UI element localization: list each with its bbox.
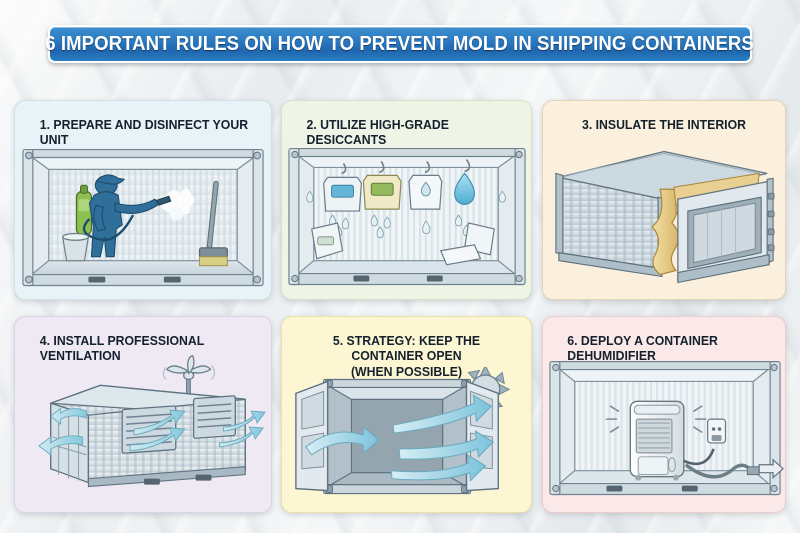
rule-card-3-illustration	[543, 141, 785, 297]
rule-card-6-illustration	[543, 357, 785, 511]
rule-card-1[interactable]: 1. PREPARE AND DISINFECT YOUR UNIT	[14, 100, 272, 300]
rule-card-2-illustration	[282, 145, 531, 297]
rule-card-4[interactable]: 4. INSTALL PROFESSIONAL VENTILATION	[14, 316, 272, 513]
rule-card-6-title: 6. DEPLOY A CONTAINER DEHUMIDIFIER	[567, 333, 718, 364]
infographic-title-banner: 6 IMPORTANT RULES ON HOW TO PREVENT MOLD…	[45, 25, 755, 63]
rule-card-6[interactable]: 6. DEPLOY A CONTAINER DEHUMIDIFIER	[542, 316, 786, 513]
rule-card-1-illustration	[15, 145, 271, 297]
rule-card-3[interactable]: 3. INSULATE THE INTERIOR	[542, 100, 786, 300]
rule-card-2[interactable]: 2. UTILIZE HIGH-GRADE DESICCANTS	[281, 100, 532, 300]
page-title: 6 IMPORTANT RULES ON HOW TO PREVENT MOLD…	[45, 32, 755, 55]
rule-card-5-illustration	[282, 367, 531, 512]
rule-card-4-illustration	[15, 353, 271, 511]
rule-card-3-title: 3. INSULATE THE INTERIOR	[582, 117, 746, 132]
rule-card-5-title: 5. STRATEGY: KEEP THE CONTAINER OPEN (WH…	[332, 333, 481, 379]
rule-card-1-title: 1. PREPARE AND DISINFECT YOUR UNIT	[39, 117, 249, 148]
rule-card-4-title: 4. INSTALL PROFESSIONAL VENTILATION	[39, 333, 205, 364]
rule-card-5[interactable]: 5. STRATEGY: KEEP THE CONTAINER OPEN (WH…	[281, 316, 532, 513]
rule-card-2-title: 2. UTILIZE HIGH-GRADE DESICCANTS	[306, 117, 449, 148]
